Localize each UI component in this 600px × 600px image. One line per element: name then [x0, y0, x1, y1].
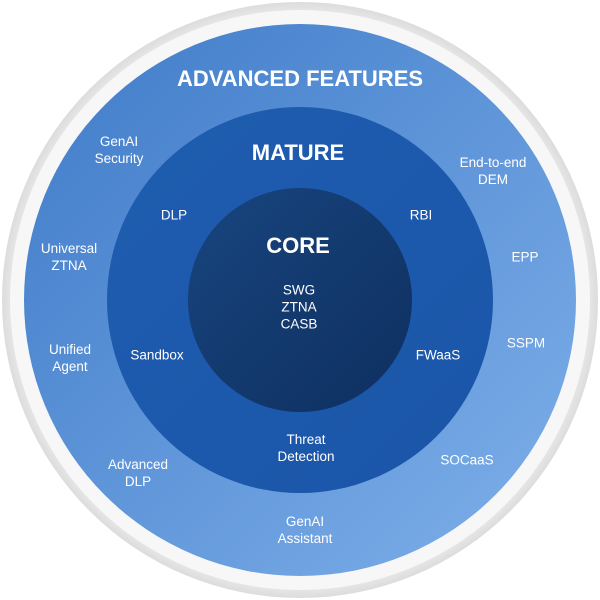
item-text: DLP — [124, 474, 152, 489]
item-text: SOCaaS — [440, 452, 494, 468]
item-text: Sandbox — [130, 347, 184, 363]
advanced-item-socaas: SOCaaS — [440, 452, 493, 469]
advanced-item-sspm: SSPM — [507, 335, 545, 352]
item-text: Advanced — [107, 457, 169, 472]
item-text: Universal — [40, 241, 98, 256]
item-text: End-to-end — [459, 155, 527, 170]
item-text: DLP — [160, 207, 188, 223]
mature-title: MATURE — [251, 140, 345, 165]
mature-item-sandbox: Sandbox — [130, 347, 183, 364]
core-title: CORE — [266, 233, 330, 258]
item-text: EPP — [511, 249, 539, 265]
item-text: GenAI — [285, 514, 325, 529]
item-text: Threat — [286, 432, 326, 447]
item-text: Detection — [277, 449, 335, 464]
item-text: Unified — [48, 342, 92, 357]
item-text: RBI — [409, 207, 433, 223]
item-text: DEM — [477, 172, 508, 187]
advanced-item-epp: EPP — [511, 249, 538, 266]
advanced-item-genai-security: GenAI Security — [95, 133, 144, 167]
advanced-item-advanced-dlp: Advanced DLP — [108, 456, 168, 490]
core-item: ZTNA — [281, 299, 317, 315]
advanced-item-unified-agent: Unified Agent — [49, 341, 91, 375]
advanced-item-universal-ztna: Universal ZTNA — [41, 240, 97, 274]
mature-item-rbi: RBI — [410, 207, 433, 224]
core-item: CASB — [280, 316, 318, 332]
item-text: Assistant — [277, 531, 333, 546]
item-text: Security — [94, 151, 144, 166]
mature-item-threat-detection: Threat Detection — [277, 431, 334, 465]
item-text: FWaaS — [415, 347, 461, 363]
mature-item-dlp: DLP — [161, 207, 187, 224]
core-item-list: SWG ZTNA CASB — [281, 282, 318, 333]
core-circle — [188, 188, 412, 412]
core-item: SWG — [282, 282, 316, 298]
mature-item-fwaas: FWaaS — [416, 347, 461, 364]
advanced-item-genai-assistant: GenAI Assistant — [278, 513, 333, 547]
advanced-item-end-to-end-dem: End-to-end DEM — [460, 154, 527, 188]
advanced-features-title: ADVANCED FEATURES — [176, 66, 424, 91]
item-text: GenAI — [99, 134, 139, 149]
item-text: ZTNA — [51, 258, 87, 273]
item-text: Agent — [52, 359, 88, 374]
item-text: SSPM — [506, 335, 546, 351]
